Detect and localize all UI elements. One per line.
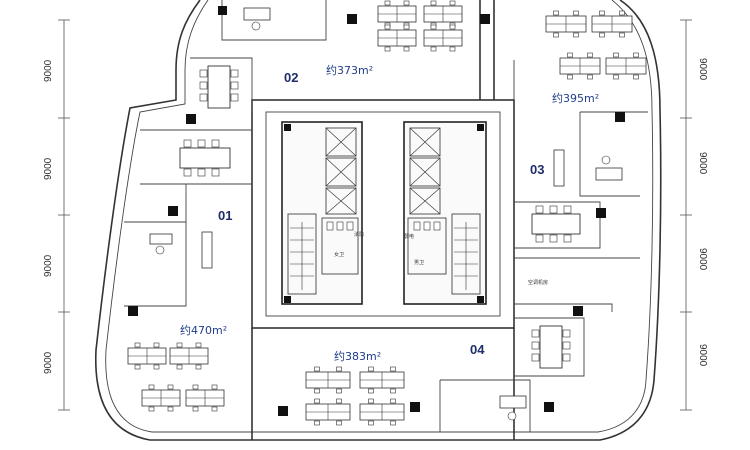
unit-04-number: 04 — [470, 342, 485, 357]
core-left: 女卫 消防 — [281, 121, 364, 305]
workstation-cluster — [423, 24, 463, 52]
core-room-left-label: 女卫 — [334, 251, 344, 258]
workstation-cluster — [377, 0, 417, 28]
meeting-table-01 — [179, 147, 231, 169]
workstation-cluster — [305, 398, 351, 426]
workstation-cluster — [605, 52, 647, 80]
corridor — [251, 0, 515, 440]
dim-right-4: 9000 — [697, 344, 708, 367]
unit-03-number: 03 — [530, 162, 544, 177]
meeting-table-02 — [207, 65, 231, 109]
dim-right-1: 9000 — [697, 58, 708, 81]
ac-room-label: 空调机房 — [528, 279, 548, 286]
workstation-cluster — [591, 10, 633, 38]
unit-02-area: 约373m² — [326, 64, 373, 77]
office-desks — [149, 7, 623, 421]
meeting-table-03 — [531, 213, 581, 235]
dim-right-2: 9000 — [697, 152, 708, 175]
dim-left-4: 9000 — [43, 351, 54, 374]
workstations — [127, 0, 647, 426]
workstation-cluster — [359, 398, 405, 426]
meeting-table-04 — [539, 325, 563, 369]
partitions — [124, 0, 648, 432]
workstation-cluster — [141, 384, 181, 412]
columns — [128, 6, 625, 416]
unit-02-number: 02 — [284, 70, 298, 85]
workstation-cluster — [127, 342, 167, 370]
unit-04-area: 约383m² — [334, 350, 381, 363]
workstation-cluster — [377, 24, 417, 52]
workstation-cluster — [545, 10, 587, 38]
workstation-cluster — [359, 366, 405, 394]
core-right: 男卫 弱电 — [403, 121, 487, 305]
dimension-right: 9000 9000 9000 9000 — [680, 19, 708, 411]
core-tiny-left-label: 消防 — [354, 231, 364, 238]
unit-01-number: 01 — [218, 208, 232, 223]
workstation-cluster — [559, 52, 601, 80]
unit-labels: 01 约470m² 02 约373m² 03 约395m² 04 约383m² … — [180, 64, 599, 363]
meeting-tables — [179, 65, 581, 369]
dim-left-1: 9000 — [43, 59, 54, 82]
core-room-right-label: 男卫 — [414, 260, 424, 266]
workstation-cluster — [169, 342, 209, 370]
dim-left-2: 9000 — [43, 157, 54, 180]
dim-left-3: 9000 — [43, 254, 54, 277]
dim-right-3: 9000 — [697, 248, 708, 271]
workstation-cluster — [423, 0, 463, 28]
building-shell — [94, 0, 662, 441]
unit-03-area: 约395m² — [552, 92, 599, 105]
unit-01-area: 约470m² — [180, 324, 227, 337]
core-tiny-right-label: 弱电 — [404, 233, 414, 240]
workstation-cluster — [305, 366, 351, 394]
workstation-cluster — [185, 384, 225, 412]
dimension-left: 9000 9000 9000 9000 — [43, 19, 70, 411]
